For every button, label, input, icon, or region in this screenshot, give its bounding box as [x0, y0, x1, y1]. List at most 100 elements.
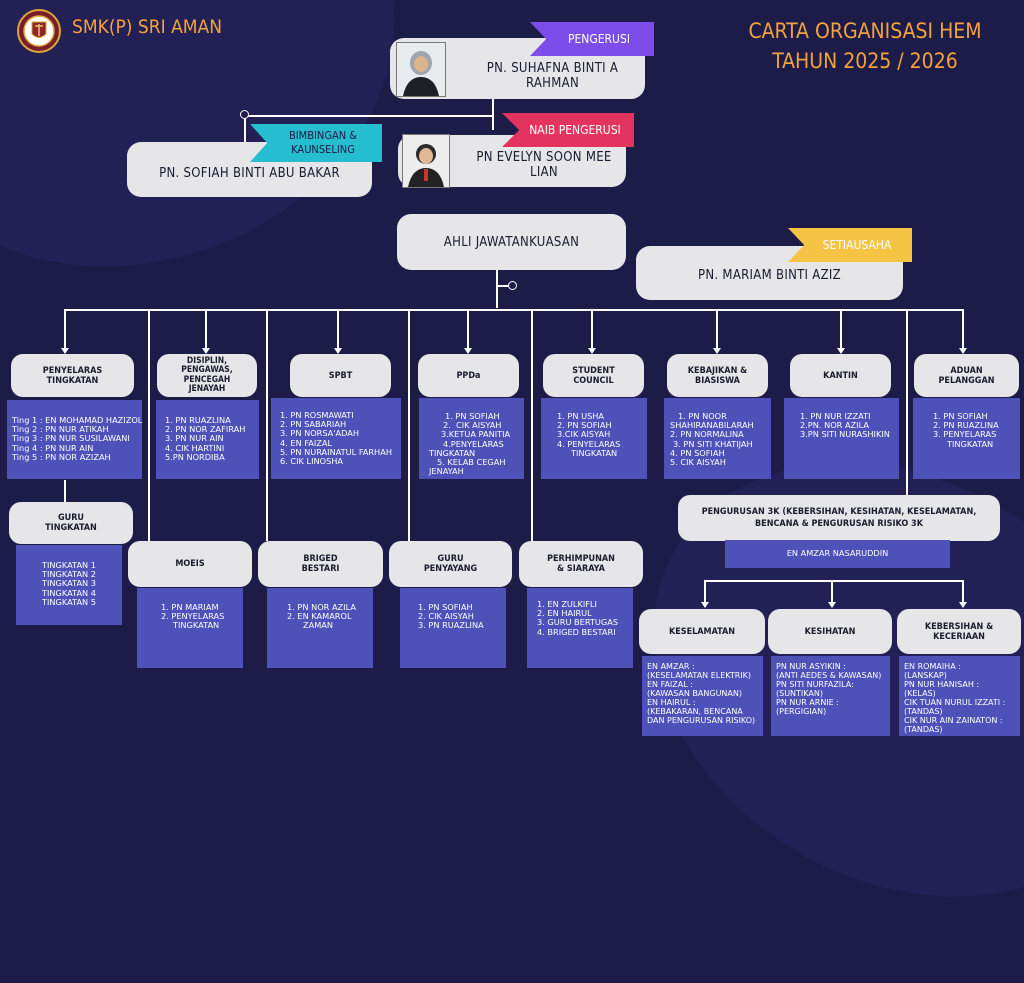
connector-line	[492, 97, 494, 130]
chairman-photo	[396, 42, 446, 97]
member: EN AMZAR :	[647, 662, 695, 671]
arrow-down	[837, 348, 845, 354]
connector-line	[831, 580, 833, 604]
unit-header-penyelaras: PENYELARAS TINGKATAN	[11, 354, 134, 397]
member: 3.CIK AISYAH	[557, 429, 611, 440]
unit-header-perhimpunan: PERHIMPUNAN & SIARAYA	[519, 541, 643, 587]
member: TINGKATAN	[429, 447, 476, 458]
member: (ANTI AEDES & KAWASAN)	[776, 671, 882, 680]
member: 3. PN RUAZLINA	[418, 620, 484, 631]
member: 2. CIK AISYAH	[418, 611, 474, 622]
member: ZAMAN	[303, 620, 333, 631]
member: 1. PN ROSMAWATI	[280, 410, 354, 420]
member: TINGKATAN	[947, 438, 994, 449]
vice-chairman-photo	[402, 134, 450, 188]
arrow-down	[61, 348, 69, 354]
connector-line	[467, 309, 469, 351]
secretary-role-ribbon: SETIAUSAHA	[788, 228, 912, 262]
member: 3. PENYELARAS	[933, 429, 997, 440]
member: TINGKATAN 4	[42, 587, 96, 598]
member: (SUNTIKAN)	[776, 689, 823, 698]
school-name: SMK(P) SRI AMAN	[72, 16, 222, 38]
counseling-role-line2: KAUNSELING	[291, 143, 355, 156]
chart-title: CARTA ORGANISASI HEM TAHUN 2025 / 2026	[740, 16, 990, 76]
member-list-kebersihan: EN ROMAIHA :(LANSKAP)PN NUR HANISAH :(KE…	[899, 656, 1020, 736]
member: DAN PENGURUSAN RISIKO)	[647, 716, 756, 725]
unit-header-disiplin: DISIPLIN, PENGAWAS, PENCEGAH JENAYAH	[157, 354, 257, 397]
member: (KEBAKARAN, BENCANA	[647, 707, 743, 716]
arrow-down	[713, 348, 721, 354]
member: 5. KELAB CEGAH	[437, 457, 506, 468]
member: 4. PENYELARAS	[557, 438, 621, 449]
member: 4. PN SOFIAH	[670, 447, 725, 458]
committee-label: AHLI JAWATANKUASAN	[443, 234, 580, 250]
unit-header-aduan: ADUAN PELANGGAN	[914, 354, 1019, 397]
unit-header-kebajikan: KEBAJIKAN & BIASISWA	[667, 354, 768, 397]
member: 1. PN NOR AZILA	[287, 602, 356, 612]
arrow-down	[828, 602, 836, 608]
member: 1. PN USHA	[557, 411, 605, 421]
member: TINGKATAN 5	[42, 596, 96, 607]
member: 1. PN SOFIAH	[445, 411, 500, 421]
member: 3. PN SITI KHATIJAH	[673, 438, 753, 449]
unit-header-keselamatan: KESELAMATAN	[639, 609, 765, 654]
member: PN NUR ASYIKIN :	[776, 662, 846, 671]
connector-line	[244, 115, 494, 117]
member: TINGKATAN	[571, 447, 618, 458]
member: 1. PN SOFIAH	[933, 411, 988, 421]
connector-line	[64, 309, 66, 351]
member: (KESELAMATAN ELEKTRIK)	[647, 671, 752, 680]
member: 5.PN NORDIBA	[165, 451, 225, 462]
member: EN HAIRUL :	[647, 698, 696, 707]
chairman-role: PENGERUSI	[567, 32, 631, 46]
member: EN FAIZAL :	[647, 680, 693, 689]
connector-line	[591, 309, 593, 351]
member: 2. PN SABARIAH	[280, 419, 347, 430]
member: CIK TUAN NURUL IZZATI :	[904, 698, 1006, 707]
member: 4. CIK HARTINI	[165, 442, 225, 453]
member: TINGKATAN	[173, 620, 220, 631]
member: CIK NUR AIN ZAINATON :	[904, 716, 1003, 725]
arrow-down	[334, 348, 342, 354]
counseling-role-line1: BIMBINGAN &	[288, 129, 358, 142]
member: 5. CIK AISYAH	[670, 457, 726, 468]
arrow-down	[959, 348, 967, 354]
member: EN AMZAR NASARUDDIN	[786, 548, 889, 559]
member: 5. PN NURAINATUL FARHAH	[280, 446, 392, 457]
member: 2. PN SOFIAH	[557, 420, 612, 431]
member: 3. PN NORSA'ADAH	[280, 428, 360, 439]
member: 4. BRIGED BESTARI	[537, 626, 616, 637]
connector-line	[531, 309, 533, 541]
chairman-name: PN. SUHAFNA BINTI A RAHMAN	[486, 60, 619, 91]
chart-title-line2: TAHUN 2025 / 2026	[772, 49, 958, 73]
connector-line	[205, 309, 207, 351]
member: 1. PN SOFIAH	[418, 602, 473, 612]
member: Ting 1 : EN MOHAMAD HAZIZOL	[12, 415, 143, 425]
connector-line	[496, 285, 510, 287]
member: SHAHIRANABILARAH	[670, 420, 754, 431]
connector-line	[337, 309, 339, 351]
connector-line	[704, 580, 706, 604]
counseling-name: PN. SOFIAH BINTI ABU BAKAR	[159, 166, 340, 181]
vice-chairman-role-ribbon: NAIB PENGERUSI	[502, 113, 634, 147]
member: 2. EN HAIRUL	[537, 608, 592, 619]
connector-line	[64, 309, 964, 311]
connector-line	[496, 268, 498, 308]
chairman-role-ribbon: PENGERUSI	[530, 22, 654, 56]
member: 4. EN FAIZAL	[280, 437, 333, 448]
member: Ting 3 : PN NUR SUSILAWANI	[12, 433, 130, 444]
member: (TANDAS)	[904, 725, 943, 734]
unit-header-ppda: PPDa	[418, 354, 519, 397]
member: (KAWASAN BANGUNAN)	[647, 689, 742, 698]
unit-header-kebersihan: KEBERSIHAN & KECERIAAN	[897, 609, 1021, 654]
member: Ting 5 : PN NOR AZIZAH	[12, 451, 111, 462]
